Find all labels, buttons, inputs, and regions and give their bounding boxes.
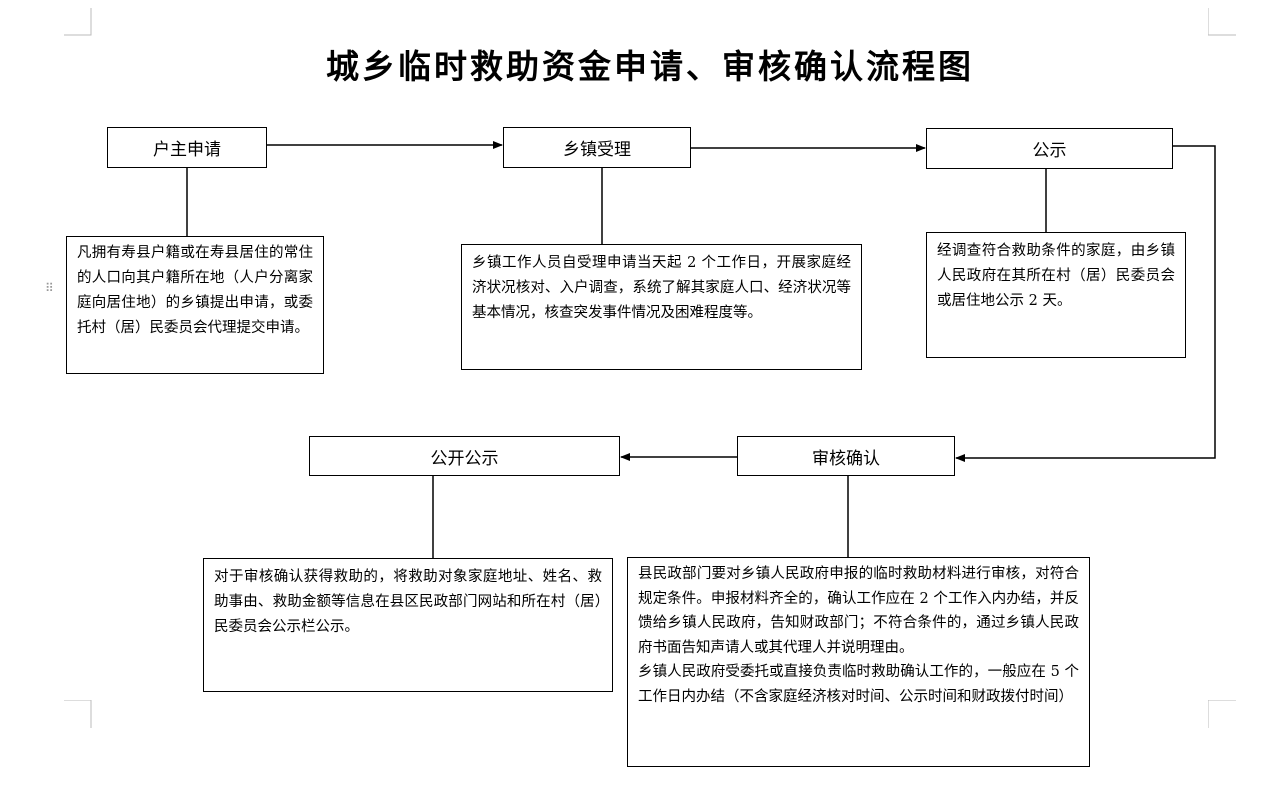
note-text: 乡镇工作人员自受理申请当天起 2 个工作日，开展家庭经济状况核对、入户调查，系统… bbox=[472, 255, 851, 321]
note-text: 凡拥有寿县户籍或在寿县居住的常住的人口向其户籍所在地（人户分离家庭向居住地）的乡… bbox=[77, 245, 313, 336]
note-household-apply: 凡拥有寿县户籍或在寿县居住的常住的人口向其户籍所在地（人户分离家庭向居住地）的乡… bbox=[66, 236, 324, 374]
note-text-township: 乡镇人民政府受委托或直接负责临时救助确认工作的，一般应在 5 个工作日内办结（不… bbox=[638, 664, 1079, 705]
node-public-disclosure: 公开公示 bbox=[309, 436, 620, 476]
node-label: 户主申请 bbox=[153, 140, 221, 160]
node-label: 审核确认 bbox=[812, 448, 880, 469]
note-publicize: 经调查符合救助条件的家庭，由乡镇人民政府在其所在村（居）民委员会或居住地公示 2… bbox=[926, 232, 1186, 358]
arrow-publicize-to-review bbox=[955, 145, 1216, 462]
node-label: 公开公示 bbox=[430, 448, 499, 469]
node-household-apply: 户主申请 bbox=[107, 127, 267, 168]
note-review-confirm: 县民政部门要对乡镇人民政府申报的临时救助材料进行审核，对符合规定条件。申报材料齐… bbox=[627, 557, 1090, 767]
page-corner-mark-bottom-left bbox=[64, 700, 92, 728]
note-text: 对于审核确认获得救助的，将救助对象家庭地址、姓名、救助事由、救助金额等信息在县区… bbox=[214, 569, 602, 635]
page-title: 城乡临时救助资金申请、审核确认流程图 bbox=[326, 47, 974, 86]
node-label: 公示 bbox=[1032, 141, 1067, 161]
note-text: 经调查符合救助条件的家庭，由乡镇人民政府在其所在村（居）民委员会或居住地公示 2… bbox=[937, 243, 1175, 309]
node-review-confirm: 审核确认 bbox=[737, 436, 955, 476]
note-public-disclosure: 对于审核确认获得救助的，将救助对象家庭地址、姓名、救助事由、救助金额等信息在县区… bbox=[203, 558, 613, 692]
node-township-accept: 乡镇受理 bbox=[503, 127, 691, 168]
drag-handle-icon[interactable]: ⠿ bbox=[45, 281, 55, 295]
page-corner-mark-top-right bbox=[1208, 8, 1236, 36]
note-text-county: 县民政部门要对乡镇人民政府申报的临时救助材料进行审核，对符合规定条件。申报材料齐… bbox=[638, 566, 1079, 656]
page-corner-mark-top-left bbox=[64, 8, 92, 36]
node-publicize: 公示 bbox=[926, 128, 1173, 169]
node-label: 乡镇受理 bbox=[563, 140, 631, 160]
note-township-accept: 乡镇工作人员自受理申请当天起 2 个工作日，开展家庭经济状况核对、入户调查，系统… bbox=[461, 244, 862, 370]
